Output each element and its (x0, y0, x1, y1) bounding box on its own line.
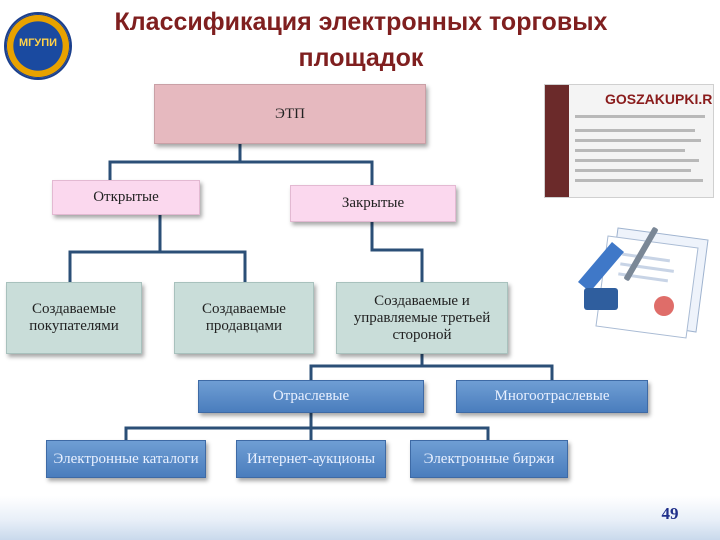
connector-root-open (108, 144, 242, 180)
node-by-sellers: Создаваемые продавцами (174, 282, 314, 354)
node-exchanges: Электронные биржи (410, 440, 568, 478)
connector-sectoral-catalogs (124, 413, 313, 440)
slide-title: Классификация электронных торговых площа… (114, 8, 608, 72)
screenshot-row (575, 129, 695, 132)
node-auctions: Интернет-аукционы (236, 440, 386, 478)
node-catalogs: Электронные каталоги (46, 440, 206, 478)
screenshot-row (575, 169, 691, 172)
connector-open-buyers (68, 215, 162, 282)
screenshot-row (575, 115, 705, 118)
screenshot-row (575, 179, 703, 182)
office-documents-illustration (578, 227, 709, 339)
university-logo: МГУПИ (6, 14, 70, 78)
connector-third-multisectoral (422, 364, 554, 380)
screenshot-row (575, 149, 685, 152)
node-etp: ЭТП (154, 84, 426, 144)
connector-open-sellers (160, 250, 247, 282)
node-by-third-party: Создаваемые и управляемые третьей сторон… (336, 282, 508, 354)
node-sectoral: Отраслевые (198, 380, 424, 413)
screenshot-row (575, 139, 701, 142)
logo-text: МГУПИ (18, 37, 58, 49)
bottom-gradient-band (0, 496, 720, 540)
connector-closed-thirdparty (370, 222, 424, 282)
node-by-buyers: Создаваемые покупателями (6, 282, 142, 354)
connector-sectoral-exchanges (311, 426, 490, 440)
page-number: 49 (661, 504, 679, 523)
node-closed: Закрытые (290, 185, 456, 222)
connector-root-closed (240, 160, 374, 185)
screenshot-site-logo: GOSZAKUPKI.R (605, 91, 713, 107)
screenshot-row (575, 159, 699, 162)
website-screenshot-image: GOSZAKUPKI.R (544, 84, 714, 198)
screenshot-sidebar (545, 85, 569, 197)
node-open: Открытые (52, 180, 200, 215)
connector-third-sectoral (309, 354, 424, 380)
node-multisectoral: Многоотраслевые (456, 380, 648, 413)
